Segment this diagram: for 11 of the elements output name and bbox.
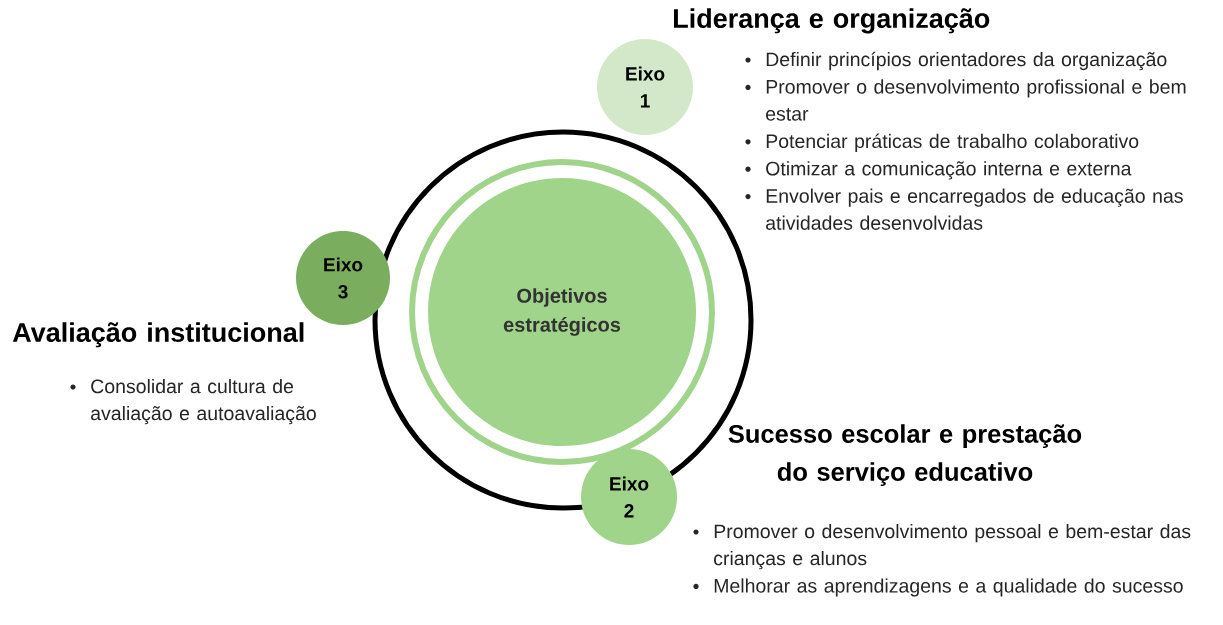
bullet-item: Promover o desenvolvimento profissional e bem estar xyxy=(745,79,1186,121)
bullet-item: Potenciar práticas de trabalho colaborativo xyxy=(745,133,1139,152)
section-heading: Sucesso escolar e prestação do serviço educativo xyxy=(728,424,1082,486)
bullet-item: Otimizar a comunicação interna e externa xyxy=(745,161,1132,180)
bullet-item: Envolver pais e encarregados de educação nas atividades desenvolvidas xyxy=(745,188,1183,230)
bullet-item: Definir princípios orientadores da organização xyxy=(745,51,1167,71)
bullet-item: Melhorar as aprendizagens e a qualidade do sucesso xyxy=(693,578,1183,597)
bullet-item: Promover o desenvolvimento pessoal e bem-estar das crianças e alunos xyxy=(693,524,1191,570)
section-heading: Liderança e organização xyxy=(674,8,990,34)
section-heading: Avaliação institucional xyxy=(12,322,304,348)
bullet-item: Consolidar a cultura de avaliação e autoavaliação xyxy=(70,379,316,425)
